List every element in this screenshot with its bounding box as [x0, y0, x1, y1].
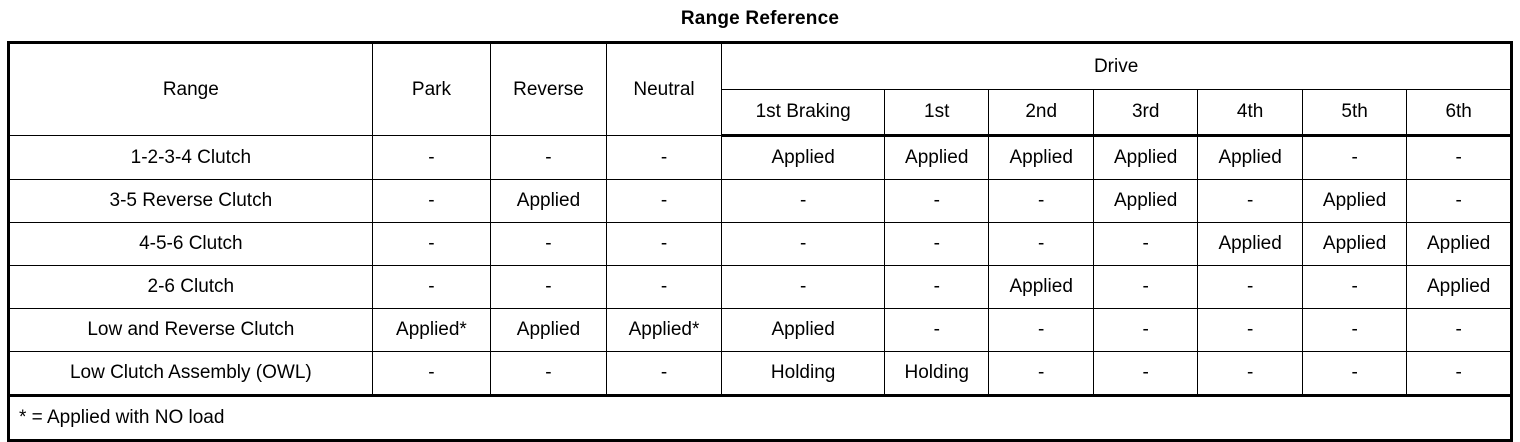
- cell-reverse: Applied: [490, 179, 607, 223]
- cell-4th: -: [1197, 265, 1303, 309]
- header-row-sub: 1st Braking 1st 2nd 3rd 4th 5th 6th: [9, 89, 1512, 137]
- cell-neutral: -: [605, 222, 723, 266]
- range-reference-table: Range Park Reverse Neutral Drive 1st Bra…: [7, 41, 1513, 442]
- cell-1st-braking: -: [721, 265, 885, 309]
- cell-5th: -: [1301, 351, 1408, 396]
- cell-neutral: Applied*: [605, 308, 723, 352]
- cell-1st-braking: -: [721, 179, 885, 223]
- table-body: 1-2-3-4 Clutch - - - Applied Applied App…: [8, 135, 1512, 441]
- cell-1st-braking: -: [721, 222, 885, 266]
- table-row: Low Clutch Assembly (OWL) - - - Holding …: [8, 351, 1512, 396]
- cell-neutral: -: [605, 135, 723, 180]
- page-title: Range Reference: [680, 8, 840, 29]
- cell-4th: Applied: [1197, 135, 1303, 180]
- cell-1st-braking: Holding: [721, 351, 885, 396]
- cell-1st: Applied: [883, 135, 990, 180]
- cell-3rd: -: [1092, 308, 1199, 352]
- table-row: 1-2-3-4 Clutch - - - Applied Applied App…: [8, 135, 1512, 180]
- cell-park: Applied*: [371, 308, 492, 352]
- cell-6th: -: [1406, 351, 1512, 396]
- cell-2nd: -: [988, 308, 1094, 352]
- cell-1st: -: [883, 179, 990, 223]
- cell-2nd: -: [988, 179, 1094, 223]
- column-header-range: Range: [8, 42, 373, 136]
- cell-6th: -: [1406, 135, 1512, 180]
- cell-1st: -: [883, 222, 990, 266]
- column-header-neutral: Neutral: [605, 42, 723, 136]
- cell-park: -: [371, 135, 492, 180]
- cell-4th: Applied: [1197, 222, 1303, 266]
- cell-reverse: Applied: [490, 308, 607, 352]
- header-row-top: Range Park Reverse Neutral Drive: [8, 42, 1512, 136]
- cell-5th: -: [1301, 308, 1408, 352]
- cell-neutral: -: [605, 351, 723, 396]
- column-header-1st-braking: 1st Braking: [721, 89, 885, 137]
- row-label: Low Clutch Assembly (OWL): [8, 351, 373, 396]
- cell-1st-braking: Applied: [721, 308, 885, 352]
- table-header: Range Park Reverse Neutral Drive 1st Bra…: [8, 42, 1512, 137]
- column-header-1st: 1st: [883, 89, 990, 137]
- cell-3rd: -: [1092, 351, 1199, 396]
- cell-5th: -: [1301, 135, 1408, 180]
- row-label: Low and Reverse Clutch: [8, 308, 373, 352]
- cell-reverse: -: [490, 351, 607, 396]
- cell-2nd: Applied: [988, 135, 1094, 180]
- cell-4th: -: [1197, 351, 1303, 396]
- cell-3rd: -: [1092, 265, 1199, 309]
- cell-6th: Applied: [1406, 265, 1512, 309]
- table-row: 2-6 Clutch - - - - - Applied - - - Appli…: [8, 265, 1512, 309]
- row-label: 3-5 Reverse Clutch: [8, 179, 373, 223]
- table-row: Low and Reverse Clutch Applied* Applied …: [8, 308, 1512, 352]
- cell-2nd: -: [988, 351, 1094, 396]
- cell-3rd: Applied: [1092, 179, 1199, 223]
- cell-5th: Applied: [1301, 179, 1408, 223]
- cell-park: -: [371, 265, 492, 309]
- range-reference-table-container: Range Park Reverse Neutral Drive 1st Bra…: [7, 41, 1513, 442]
- column-header-reverse: Reverse: [490, 42, 607, 136]
- cell-1st-braking: Applied: [721, 135, 885, 180]
- cell-6th: -: [1406, 179, 1512, 223]
- cell-park: -: [371, 222, 492, 266]
- footnote-text: * = Applied with NO load: [8, 394, 1512, 441]
- cell-6th: Applied: [1406, 222, 1512, 266]
- cell-1st: Holding: [883, 351, 990, 396]
- column-header-3rd: 3rd: [1092, 89, 1199, 137]
- cell-neutral: -: [605, 179, 723, 223]
- column-header-6th: 6th: [1406, 89, 1512, 137]
- footnote-row: * = Applied with NO load: [8, 394, 1512, 441]
- row-label: 4-5-6 Clutch: [8, 222, 373, 266]
- cell-3rd: Applied: [1092, 135, 1199, 180]
- cell-1st: -: [883, 308, 990, 352]
- cell-5th: -: [1301, 265, 1408, 309]
- cell-reverse: -: [490, 265, 607, 309]
- cell-4th: -: [1197, 179, 1303, 223]
- cell-5th: Applied: [1301, 222, 1408, 266]
- cell-2nd: Applied: [988, 265, 1094, 309]
- cell-neutral: -: [605, 265, 723, 309]
- column-header-2nd: 2nd: [988, 89, 1094, 137]
- range-reference-page: Range Reference Range Park Rever: [7, 8, 1513, 442]
- row-label: 1-2-3-4 Clutch: [8, 135, 373, 180]
- cell-3rd: -: [1092, 222, 1199, 266]
- cell-reverse: -: [490, 222, 607, 266]
- table-row: 4-5-6 Clutch - - - - - - - Applied Appli…: [8, 222, 1512, 266]
- cell-reverse: -: [490, 135, 607, 180]
- cell-1st: -: [883, 265, 990, 309]
- cell-4th: -: [1197, 308, 1303, 352]
- cell-park: -: [371, 179, 492, 223]
- cell-6th: -: [1406, 308, 1512, 352]
- row-label: 2-6 Clutch: [8, 265, 373, 309]
- column-header-4th: 4th: [1197, 89, 1303, 137]
- cell-park: -: [371, 351, 492, 396]
- column-header-drive-group: Drive: [721, 42, 1512, 90]
- column-header-park: Park: [371, 42, 492, 136]
- cell-2nd: -: [988, 222, 1094, 266]
- column-header-5th: 5th: [1301, 89, 1408, 137]
- table-row: 3-5 Reverse Clutch - Applied - - - - App…: [8, 179, 1512, 223]
